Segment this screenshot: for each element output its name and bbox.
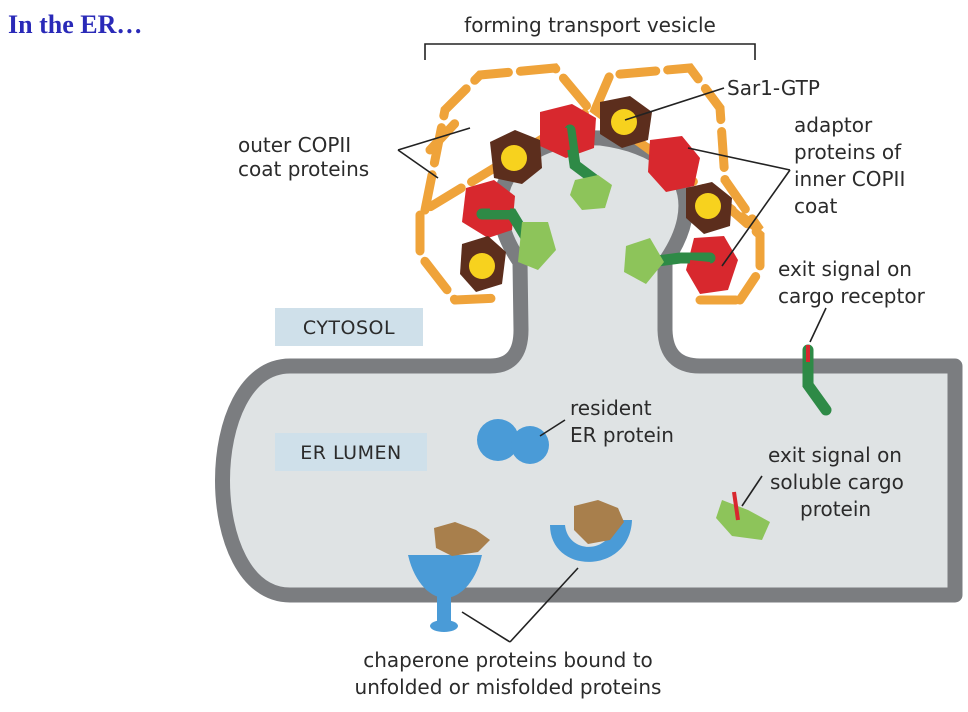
er-lumen-box: ER LUMEN — [275, 433, 427, 471]
sar1-gtp-group — [460, 96, 732, 292]
exit-receptor-label-line2: cargo receptor — [778, 284, 926, 308]
chaperone-membrane — [408, 522, 490, 632]
exit-soluble-label-line2: soluble cargo — [770, 470, 904, 494]
resident-er-protein — [477, 419, 549, 464]
forming-vesicle-label: forming transport vesicle — [464, 13, 716, 37]
er-lumen-label: ER LUMEN — [300, 442, 401, 464]
resident-label-line2: ER protein — [570, 423, 674, 447]
chaperone-soluble — [550, 500, 632, 562]
outer-coat-label-line1: outer COPII — [238, 133, 351, 157]
sar1-label: Sar1-GTP — [727, 76, 820, 100]
soluble-cargo-lumen — [716, 491, 770, 540]
chaperone-label-line1: chaperone proteins bound to — [363, 648, 653, 672]
cargo-receptor-membrane — [802, 344, 832, 416]
exit-signal-marks-vesicle — [490, 127, 711, 266]
cytosol-label: CYTOSOL — [303, 317, 395, 339]
soluble-cargo-vesicle — [518, 175, 664, 284]
adaptor-label-line1: adaptor — [794, 113, 873, 137]
cytosol-box: CYTOSOL — [275, 308, 423, 346]
adaptor-label-line3: inner COPII — [794, 167, 905, 191]
exit-receptor-label-line1: exit signal on — [778, 257, 912, 281]
slide-title: In the ER… — [8, 10, 143, 39]
outer-coat-label-line2: coat proteins — [238, 157, 369, 181]
adaptor-label-line4: coat — [794, 194, 837, 218]
adaptor-label-line2: proteins of — [794, 140, 902, 164]
forming-vesicle-bracket: forming transport vesicle — [424, 13, 756, 60]
exit-soluble-label-line3: protein — [800, 497, 871, 521]
leader-lines — [397, 87, 827, 643]
resident-label-line1: resident — [570, 396, 652, 420]
chaperone-label-line2: unfolded or misfolded proteins — [355, 675, 662, 699]
exit-soluble-label-line1: exit signal on — [768, 443, 902, 467]
